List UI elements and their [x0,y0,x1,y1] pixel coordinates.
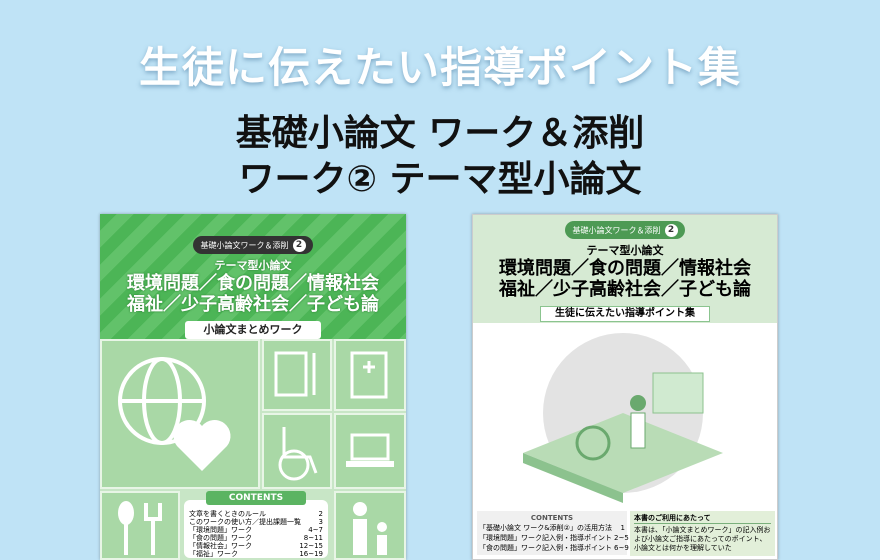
topics-line-1: 環境問題／食の問題／情報社会 [127,273,379,294]
book-kind: テーマ型小論文 [214,259,292,272]
title-line-1: 基礎小論文 ワーク＆添削 [235,113,645,154]
usage-note-text: 本書は、「小論文まとめワーク」の記入例および小論文ご指導にあたってのポイント、小… [634,526,771,552]
book-subtitle: 生徒に伝えたい指導ポイント集 [540,306,710,322]
icon-grid [100,339,406,560]
usage-note: 本書のご利用にあたって 本書は、「小論文まとめワーク」の記入例および小論文ご指導… [630,511,775,556]
topics-line-1: 環境問題／食の問題／情報社会 [499,258,751,279]
hospital-scene-illustration [523,333,723,503]
wheelchair-icon [262,413,332,489]
contents-title: CONTENTS [530,514,574,522]
headline: 生徒に伝えたい指導ポイント集 [138,43,741,92]
laptop-icon [334,413,406,489]
volume-number: 2 [664,223,678,237]
book-subtitle: 小論文まとめワーク [185,321,321,339]
notebook-pen-icon [262,339,332,411]
globe-heart-icon [100,339,260,489]
usage-note-title: 本書のご利用にあたって [634,514,771,524]
contents-title: CONTENTS [206,491,306,505]
family-icon [334,491,406,560]
spoon-fork-icon [100,491,180,560]
volume-number: 2 [292,238,306,252]
topics-line-2: 福祉／少子高齢社会／子ども論 [499,279,751,300]
title-line-2: ワーク② テーマ型小論文 [238,159,642,200]
hospital-icon [334,339,406,411]
series-label: 基礎小論文ワーク＆添削 [572,225,661,235]
topics-line-2: 福祉／少子高齢社会／子ども論 [127,294,379,315]
series-label: 基礎小論文ワーク＆添削 [200,240,289,250]
book-kind: テーマ型小論文 [586,244,664,257]
